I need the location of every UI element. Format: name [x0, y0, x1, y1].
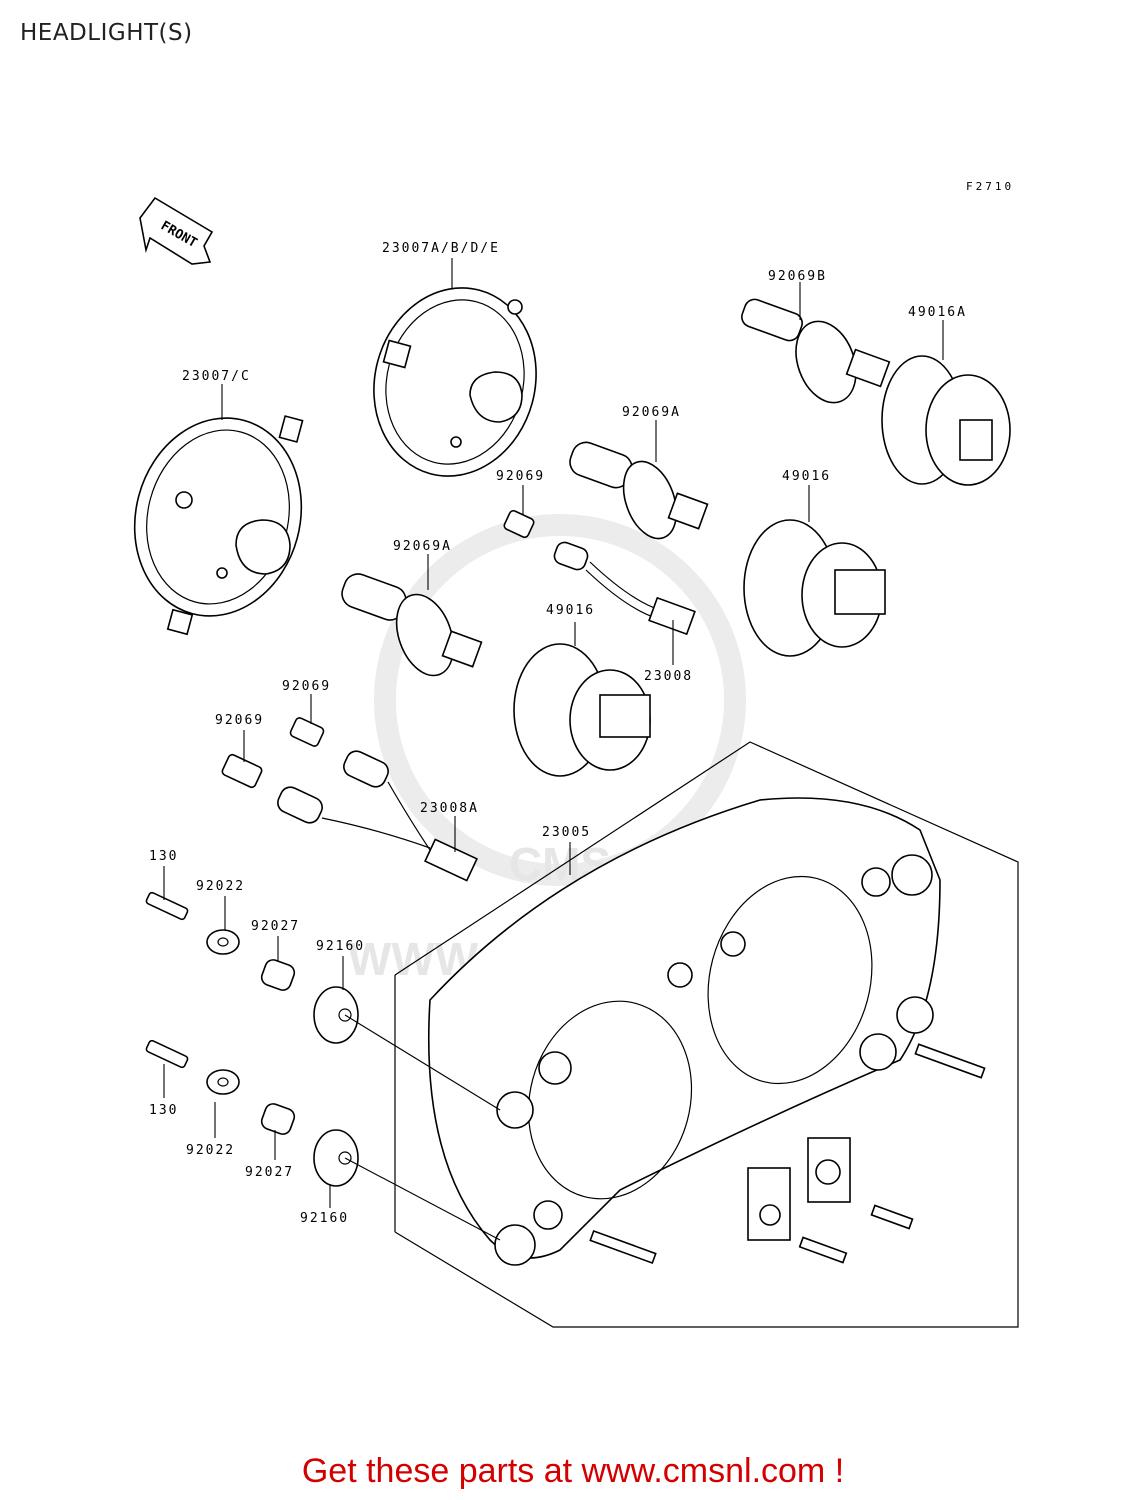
part-label: 92069 [282, 679, 331, 694]
grommet-92160-upper [313, 986, 359, 1044]
bulb-92069a-upper [569, 441, 709, 540]
assembly-box [394, 741, 1019, 1328]
collar-92027-lower [260, 1103, 296, 1135]
part-label: 92027 [245, 1165, 294, 1180]
harness-23008a [277, 750, 478, 882]
parts-diagram: CMS WWW.CMSNL.COM F2710 FRONT [133, 180, 1019, 1328]
washer-92022-upper [206, 929, 240, 955]
part-label: 92022 [196, 879, 245, 894]
screws [589, 1043, 986, 1265]
footer-link[interactable]: Get these parts at www.cmsnl.com ! [301, 1452, 845, 1490]
figure-code: F2710 [966, 180, 1014, 193]
part-label: 130 [149, 1103, 178, 1118]
washer-92022-lower [206, 1069, 240, 1095]
collar-92027-upper [260, 959, 296, 991]
front-arrow-icon: FRONT [139, 196, 214, 265]
adjuster-brackets [747, 1137, 851, 1241]
part-label: 49016 [546, 603, 595, 618]
part-label: 49016A [908, 305, 967, 320]
part-label: 23005 [542, 825, 591, 840]
bolt-130-upper [145, 891, 189, 921]
harness-23008 [553, 541, 696, 636]
headlight-ring-upper [373, 287, 537, 477]
part-label: 92022 [186, 1143, 235, 1158]
socket-cover-49016-right [743, 519, 886, 657]
bulb-92069-left-lower [221, 753, 263, 789]
part-labels: 23007A/B/D/E 23007/C 92069B 49016A 92069… [149, 241, 967, 1226]
part-label: 92160 [300, 1211, 349, 1226]
socket-cover-49016-center [513, 643, 651, 777]
part-label: 92069A [622, 405, 681, 420]
part-label: 23007A/B/D/E [382, 241, 500, 256]
headlight-housing-23005 [427, 797, 941, 1266]
part-label: 92027 [251, 919, 300, 934]
leader-lines [163, 258, 944, 1241]
part-label: 92069 [496, 469, 545, 484]
part-label: 92069 [215, 713, 264, 728]
page-title: HEADLIGHT(S) [20, 20, 193, 46]
part-label: 49016 [782, 469, 831, 484]
socket-cover-49016a [881, 355, 1011, 486]
part-label: 92069B [768, 269, 827, 284]
bolt-130-lower [145, 1039, 189, 1069]
part-label: 92069A [393, 539, 452, 554]
bulb-92069b [741, 298, 891, 404]
part-label: 23007/C [182, 369, 251, 384]
part-label: 23008A [420, 801, 479, 816]
bulb-92069-left-upper [289, 717, 325, 747]
part-label: 23008 [644, 669, 693, 684]
part-label: 92160 [316, 939, 365, 954]
bulb-92069a-lower [341, 573, 483, 677]
grommet-92160-lower [313, 1129, 359, 1187]
part-label: 130 [149, 849, 178, 864]
headlight-ring-left [133, 415, 304, 636]
